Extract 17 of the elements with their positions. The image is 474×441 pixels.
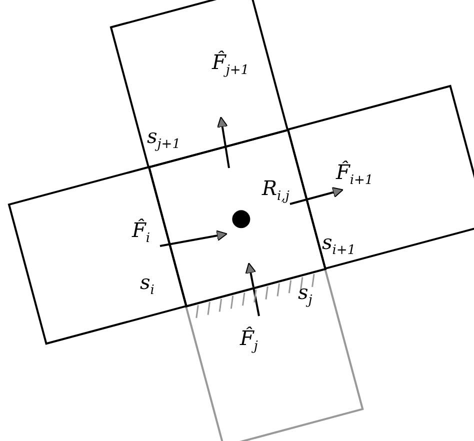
math-label: F̂$_{j}$ xyxy=(240,328,258,353)
flux-arrow xyxy=(160,230,228,247)
face-label: s$_{j+1}$ xyxy=(147,126,180,151)
flux-arrow xyxy=(245,262,260,316)
math-label: F̂$_{j+1}$ xyxy=(212,52,250,77)
math-label: R$_{i,j}$ xyxy=(262,178,290,203)
math-label: F̂$_{i}$ xyxy=(132,220,150,245)
left-cell xyxy=(8,167,186,344)
flux-arrow xyxy=(290,187,344,205)
top-cell xyxy=(111,0,288,168)
math-label: F̂$_{i+1}$ xyxy=(336,162,374,187)
boundary-ghost-cell xyxy=(186,268,363,441)
face-label: s$_{i+1}$ xyxy=(322,232,356,257)
right-cell xyxy=(288,86,474,269)
face-label: s$_{i}$ xyxy=(140,272,154,297)
face-label: s$_{j}$ xyxy=(298,282,312,307)
flux-arrow xyxy=(216,116,230,168)
